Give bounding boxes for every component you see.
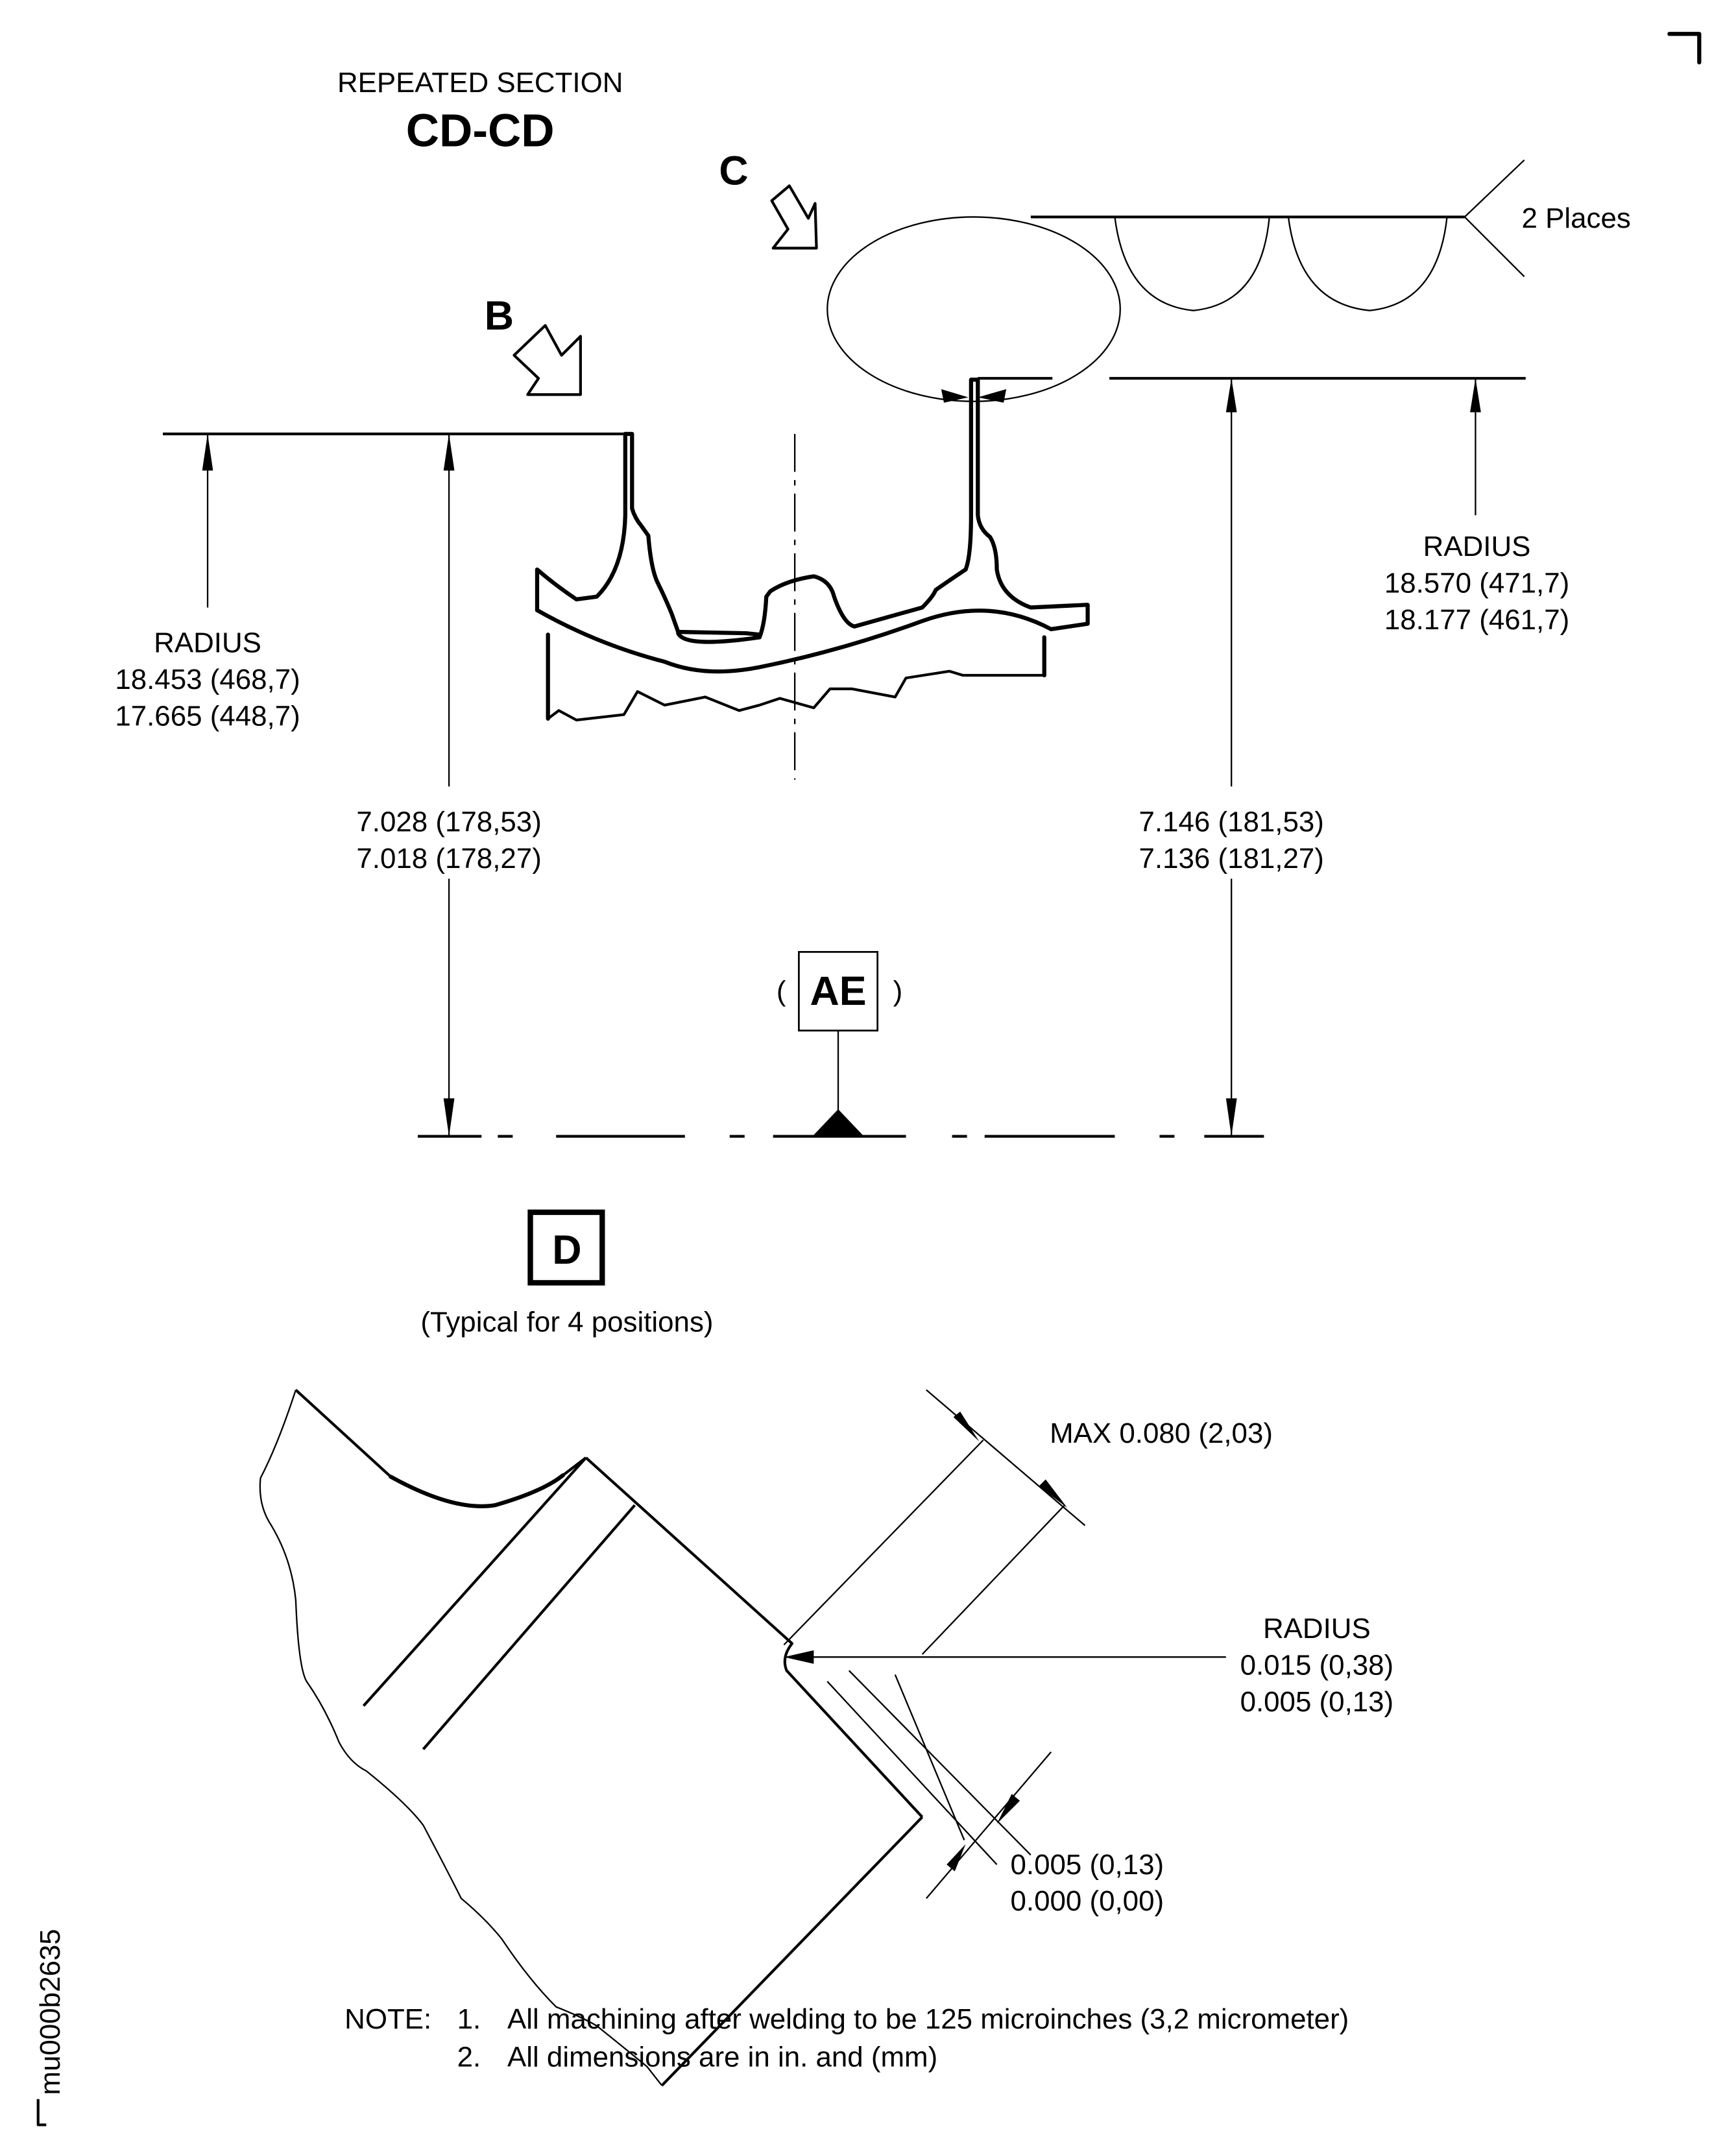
detail-radius-min: 0.005 (0,13) [1240, 1686, 1394, 1718]
right-height-min: 7.136 (181,27) [1139, 843, 1323, 874]
note-1-text: All machining after welding to be 125 mi… [507, 2003, 1349, 2035]
weld-note: 2 Places [1522, 202, 1631, 234]
note-2-text: All dimensions are in in. and (mm) [507, 2042, 937, 2073]
right-radius-label: RADIUS [1423, 531, 1531, 562]
left-height-arrowhead-bottom [443, 1098, 455, 1137]
leader-arrowhead-right [978, 389, 1007, 403]
right-radius-max: 18.570 (471,7) [1384, 567, 1569, 599]
view-arrow-b-label: B [485, 293, 514, 339]
right-height-arrowhead-bottom [1225, 1098, 1237, 1137]
max-dim-ext-2 [921, 1504, 1065, 1655]
datum-close-paren: ) [893, 976, 903, 1007]
left-radius-min: 17.665 (448,7) [115, 700, 300, 732]
left-radius-label: RADIUS [154, 627, 261, 658]
right-height-max: 7.146 (181,53) [1139, 806, 1323, 838]
left-height-min: 7.018 (178,27) [356, 843, 541, 874]
datum-open-paren: ( [777, 976, 786, 1007]
max-dim-arrowhead-2 [1039, 1479, 1068, 1508]
detail-radius-max: 0.015 (0,38) [1240, 1649, 1394, 1681]
detail-radius-label: RADIUS [1263, 1613, 1371, 1645]
figure-id: mu000b2635 [34, 1929, 66, 2095]
weld-symbol-arc-2 [1287, 217, 1448, 311]
max-dim-line [926, 1389, 1086, 1526]
right-radius-arrowhead [1470, 378, 1481, 413]
note-1-num: 1. [457, 2003, 481, 2035]
detail-d-label: D [552, 1227, 581, 1273]
notes: NOTE: 1. All machining after welding to … [344, 2003, 1349, 2073]
radius-leader-arrowhead [784, 1650, 814, 1664]
left-height-max: 7.028 (178,53) [356, 806, 541, 838]
offset-max: 0.005 (0,13) [1010, 1849, 1164, 1881]
view-arrow-b-icon [512, 324, 582, 396]
datum-label: AE [810, 969, 866, 1014]
left-height-arrowhead-top [443, 433, 455, 471]
figure-id-mark [36, 2099, 47, 2127]
weld-symbol-arc-1 [1114, 217, 1270, 311]
offset-dim-line-1 [894, 1674, 965, 1840]
offset-min: 0.000 (0,00) [1010, 1885, 1164, 1917]
note-2-num: 2. [457, 2042, 481, 2073]
offset-arrowhead-1 [946, 1844, 966, 1872]
max-dim-arrowhead-1 [953, 1411, 980, 1441]
offset-dim-line-2 [926, 1751, 1052, 1899]
detail-d-drawing [259, 1388, 924, 2087]
offset-ext-2 [848, 1670, 1031, 1856]
view-arrow-c-label: C [719, 148, 748, 193]
corner-mark [1667, 32, 1702, 65]
datum-triangle-icon [812, 1109, 864, 1137]
part-section [535, 378, 1090, 722]
notes-prefix: NOTE: [344, 2003, 431, 2035]
datum-feature-ae: ( AE ) [777, 951, 903, 1137]
view-arrow-c-icon [770, 184, 818, 250]
max-dim-text: MAX 0.080 (2,03) [1050, 1417, 1273, 1449]
weld-tail [1464, 159, 1525, 278]
right-height-arrowhead-top [1225, 378, 1237, 413]
section-title-line1: REPEATED SECTION [337, 67, 623, 99]
datum-box [798, 951, 878, 1031]
section-title-line2: CD-CD [406, 106, 555, 157]
right-radius-min: 18.177 (461,7) [1384, 604, 1569, 636]
detail-ellipse [826, 216, 1121, 402]
left-radius-max: 18.453 (468,7) [115, 664, 300, 695]
detail-d-box [527, 1209, 605, 1286]
offset-ext-1 [826, 1681, 998, 1865]
detail-caption: (Typical for 4 positions) [420, 1307, 713, 1338]
left-radius-arrowhead [202, 433, 213, 471]
offset-arrowhead-2 [996, 1794, 1020, 1824]
max-dim-ext-1 [783, 1440, 984, 1646]
leader-arrowhead-left [941, 389, 969, 403]
